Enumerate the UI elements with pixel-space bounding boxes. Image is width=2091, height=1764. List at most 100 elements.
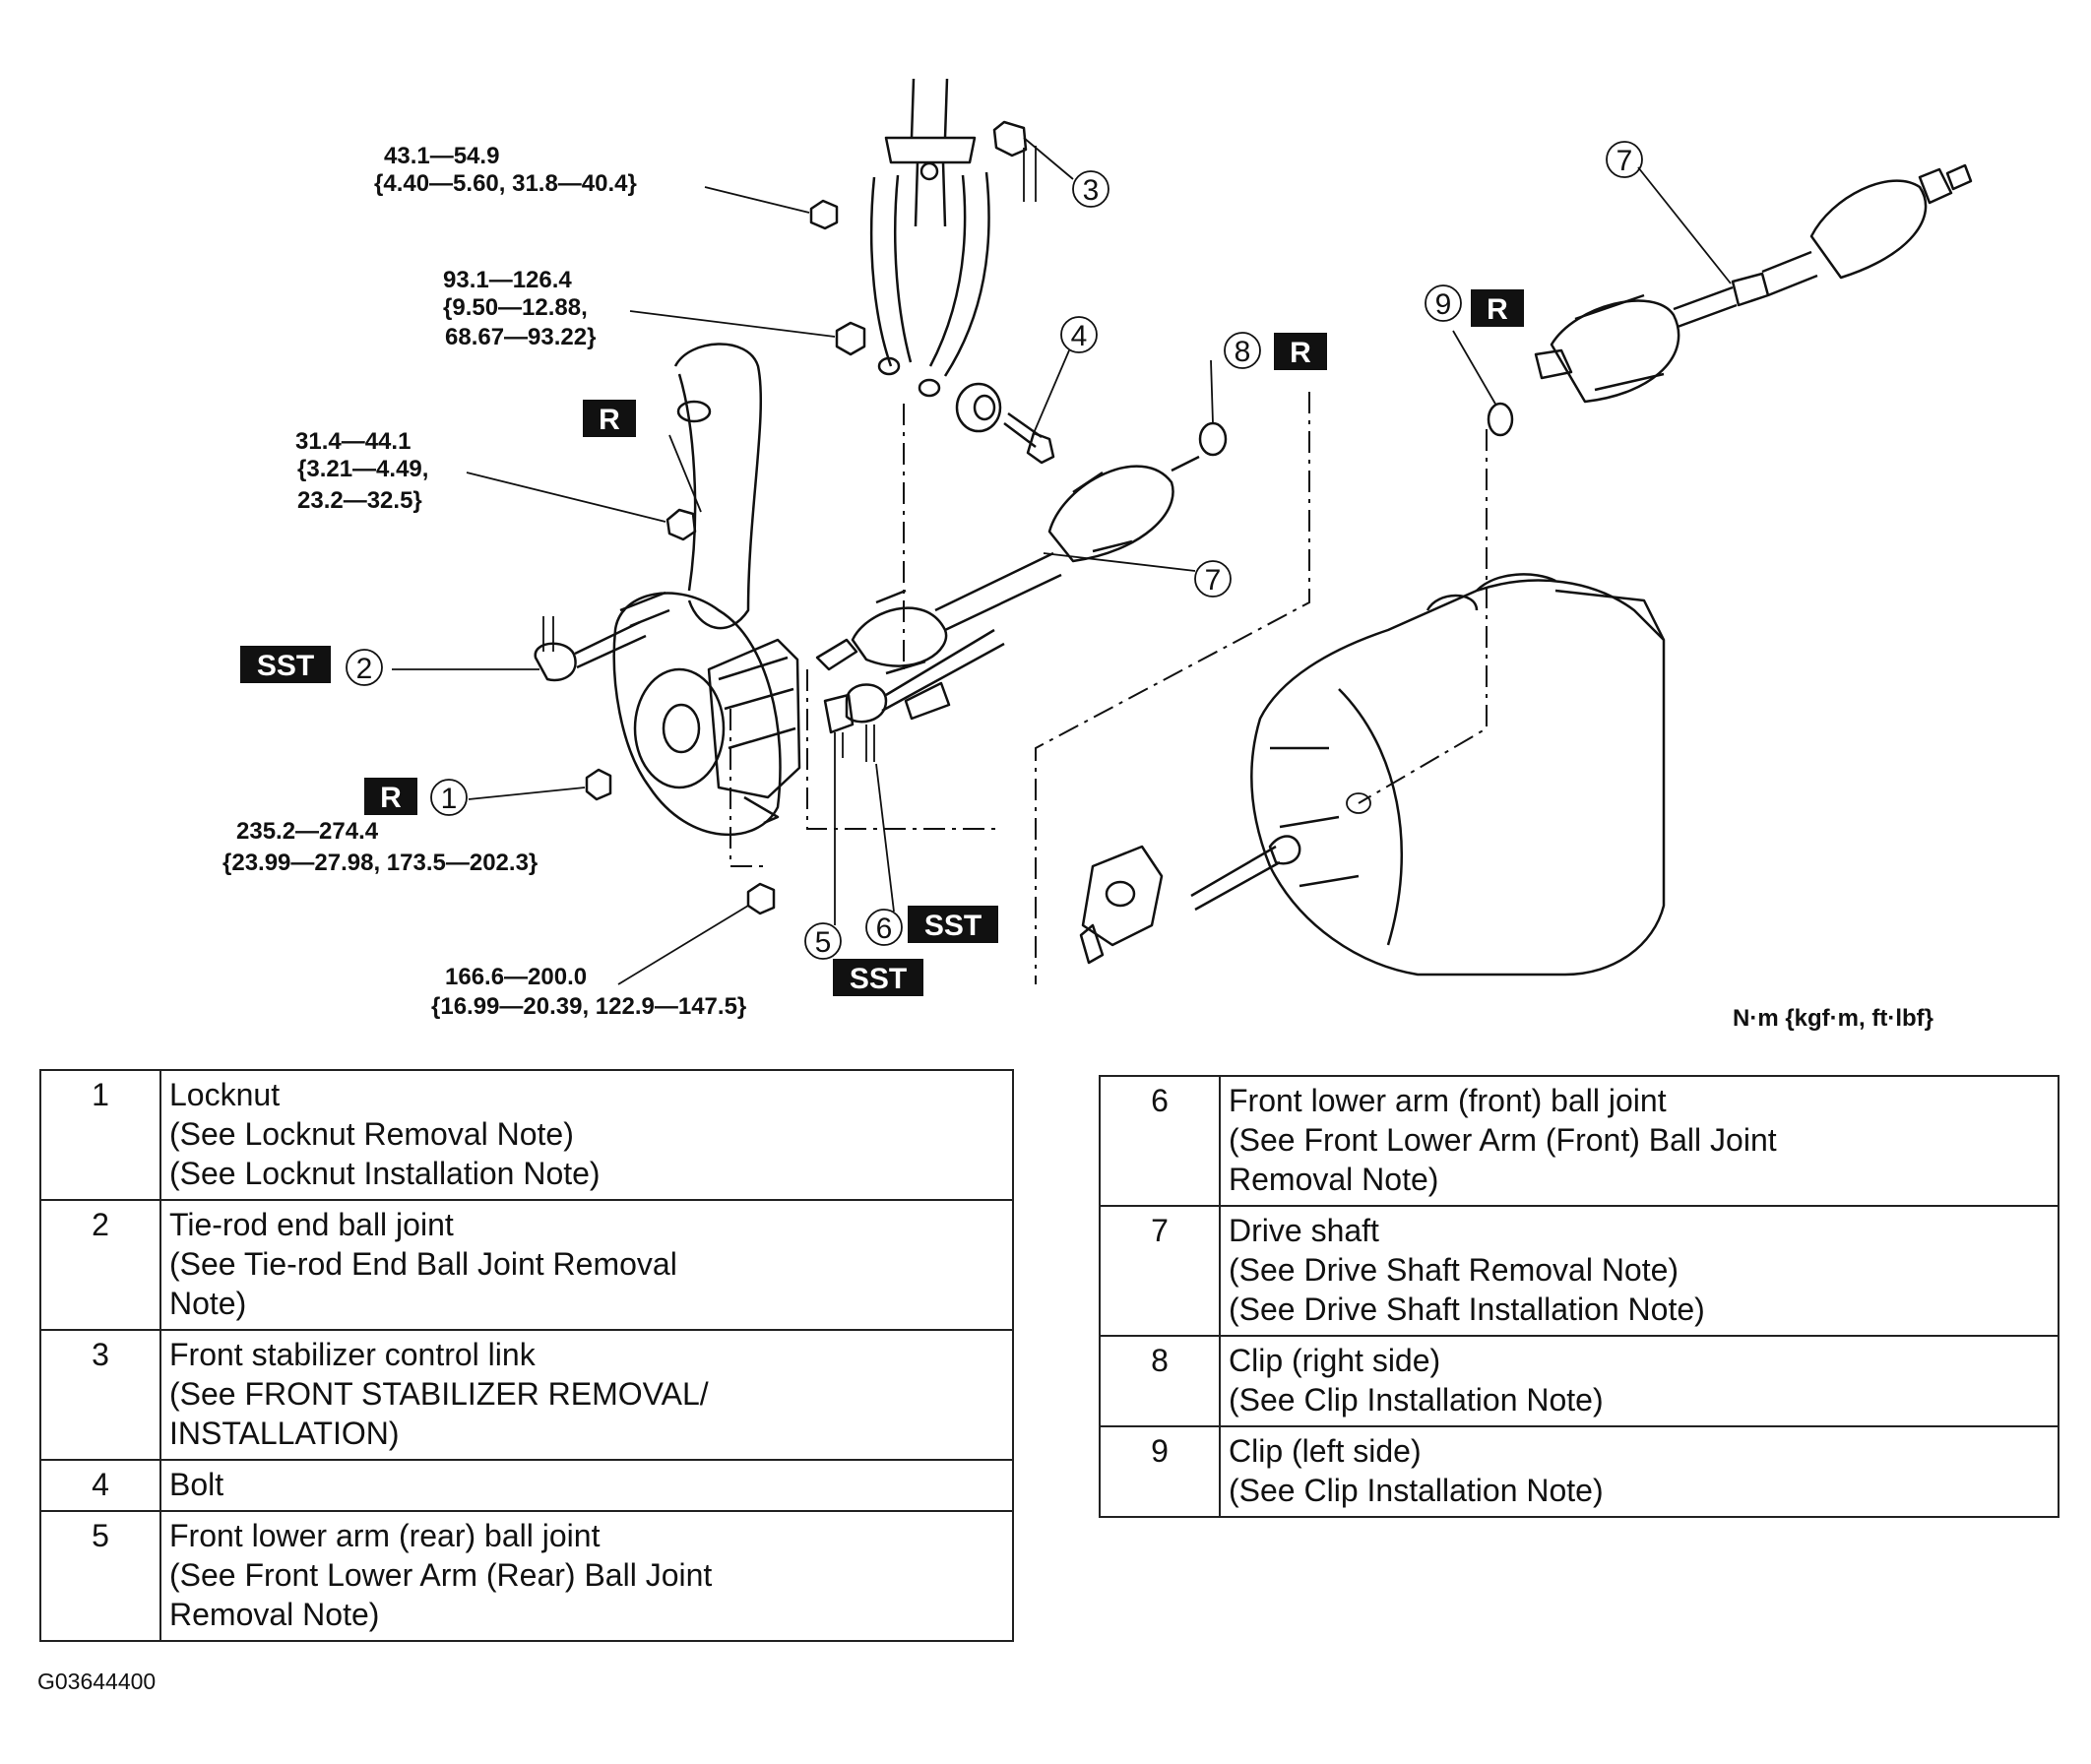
part-description-line: Front stabilizer control link xyxy=(169,1337,536,1372)
part-description: Front lower arm (rear) ball joint (See Fr… xyxy=(159,1510,1014,1642)
part-description-line: (See Drive Shaft Removal Note) xyxy=(1229,1252,1679,1288)
part-description-line: Front lower arm (rear) ball joint xyxy=(169,1518,601,1553)
part-number: 1 xyxy=(39,1069,161,1201)
part-description-line: Note) xyxy=(169,1286,247,1321)
exploded-view-diagram: 43.1—54.9 {4.40—5.60, 31.8—40.4} 93.1—12… xyxy=(222,78,1973,1032)
drive-shaft-lower-drawing xyxy=(815,455,1200,675)
upper-nuts-drawing xyxy=(585,199,866,915)
svg-text:9: 9 xyxy=(1435,288,1452,321)
part-description-line: Tie-rod end ball joint xyxy=(169,1207,454,1242)
part-number: 7 xyxy=(1099,1205,1221,1337)
torque-label-3a: 31.4—44.1 xyxy=(295,428,411,455)
knuckle-hub-drawing xyxy=(612,343,801,837)
torque-label-2b: {9.50—12.88, xyxy=(443,294,588,321)
part-description-line: Drive shaft xyxy=(1229,1213,1379,1248)
replace-badge-clip-left: R xyxy=(1471,289,1524,327)
torque-labels: 43.1—54.9 {4.40—5.60, 31.8—40.4} 93.1—12… xyxy=(222,143,746,1020)
part-description-line: (See Front Lower Arm (Rear) Ball Joint xyxy=(169,1557,713,1593)
part-description-line: Removal Note) xyxy=(169,1597,380,1632)
callout-9: 9 xyxy=(1425,284,1462,322)
clip-left-drawing xyxy=(1487,402,1514,437)
figure-code: G03644400 xyxy=(37,1669,157,1694)
callout-8: 8 xyxy=(1224,332,1261,369)
replace-badge-clip-right: R xyxy=(1274,333,1327,370)
part-number: 3 xyxy=(39,1329,161,1461)
svg-text:SST: SST xyxy=(850,963,907,995)
callout-4: 4 xyxy=(1060,316,1098,353)
tie-rod-end-drawing xyxy=(534,591,670,682)
torque-label-1b: {4.40—5.60, 31.8—40.4} xyxy=(374,170,637,197)
svg-text:5: 5 xyxy=(815,926,832,959)
part-description-line: Locknut xyxy=(169,1077,281,1112)
part-description: Clip (right side)(See Clip Installation … xyxy=(1219,1335,2059,1427)
part-description: Front stabilizer control link (See FRONT … xyxy=(159,1329,1014,1461)
stabilizer-link-drawing xyxy=(992,120,1037,202)
part-description-line: Clip (left side) xyxy=(1229,1433,1422,1469)
svg-text:7: 7 xyxy=(1205,564,1222,597)
torque-label-2a: 93.1—126.4 xyxy=(443,267,572,293)
torque-label-2c: 68.67—93.22} xyxy=(445,324,596,350)
callout-leaders xyxy=(392,137,1732,985)
callout-7-lower: 7 xyxy=(1194,560,1232,598)
svg-text:8: 8 xyxy=(1235,336,1251,368)
svg-text:1: 1 xyxy=(441,783,458,815)
callout-2: 2 xyxy=(346,649,383,686)
lower-arm-ball-joints-drawing xyxy=(823,628,1005,762)
part-number: 2 xyxy=(39,1199,161,1331)
torque-unit-label: N·m {kgf·m, ft·lbf} xyxy=(1733,1005,1933,1032)
torque-label-3c: 23.2—32.5} xyxy=(297,487,422,514)
strut-assembly-drawing xyxy=(869,78,990,398)
torque-label-4b: {23.99—27.98, 173.5—202.3} xyxy=(222,850,538,876)
part-number: 9 xyxy=(1099,1425,1221,1518)
svg-text:SST: SST xyxy=(924,910,982,942)
part-description-line: (See Clip Installation Note) xyxy=(1229,1382,1604,1418)
callout-7-upper: 7 xyxy=(1606,141,1643,178)
part-description: Front lower arm (front) ball joint(See F… xyxy=(1219,1075,2059,1207)
svg-text:7: 7 xyxy=(1616,145,1633,177)
part-description-line: (See Clip Installation Note) xyxy=(1229,1473,1604,1508)
part-number: 5 xyxy=(39,1510,161,1642)
sst-badge-tie-rod: SST xyxy=(240,646,331,683)
callout-circles: 1 2 3 4 5 6 7 7 xyxy=(346,141,1643,960)
part-description: Tie-rod end ball joint (See Tie-rod End B… xyxy=(159,1199,1014,1331)
part-description-line: (See Drive Shaft Installation Note) xyxy=(1229,1292,1705,1327)
part-description: Bolt xyxy=(159,1459,1014,1512)
part-description-line: (See FRONT STABILIZER REMOVAL/ xyxy=(169,1376,709,1412)
svg-text:R: R xyxy=(1487,293,1508,326)
torque-label-5b: {16.99—20.39, 122.9—147.5} xyxy=(431,993,746,1020)
svg-text:6: 6 xyxy=(876,913,893,945)
sst-badge-ball-joint-front: SST xyxy=(908,906,998,943)
part-description-line: Removal Note) xyxy=(1229,1162,1439,1197)
torque-label-5a: 166.6—200.0 xyxy=(445,964,587,990)
svg-text:3: 3 xyxy=(1083,174,1100,207)
part-description-line: INSTALLATION) xyxy=(169,1416,400,1451)
callout-5: 5 xyxy=(804,922,842,960)
svg-text:R: R xyxy=(599,404,620,436)
torque-label-1a: 43.1—54.9 xyxy=(384,143,499,169)
svg-text:R: R xyxy=(1290,337,1311,369)
svg-text:4: 4 xyxy=(1071,320,1088,352)
drive-shaft-upper-drawing xyxy=(1534,163,1973,404)
part-number: 6 xyxy=(1099,1075,1221,1207)
callout-3: 3 xyxy=(1072,170,1109,208)
badges: R R R R SST SST SST xyxy=(240,289,1524,996)
replace-badge-locknut: R xyxy=(364,778,417,815)
replace-badge-knuckle: R xyxy=(583,400,636,437)
part-description-line: (See Tie-rod End Ball Joint Removal xyxy=(169,1246,677,1282)
transmission-drawing xyxy=(1079,573,1666,976)
callout-1: 1 xyxy=(430,779,468,816)
bolt-drawing xyxy=(955,382,1055,465)
part-number: 8 xyxy=(1099,1335,1221,1427)
part-description-line: (See Locknut Installation Note) xyxy=(169,1156,601,1191)
